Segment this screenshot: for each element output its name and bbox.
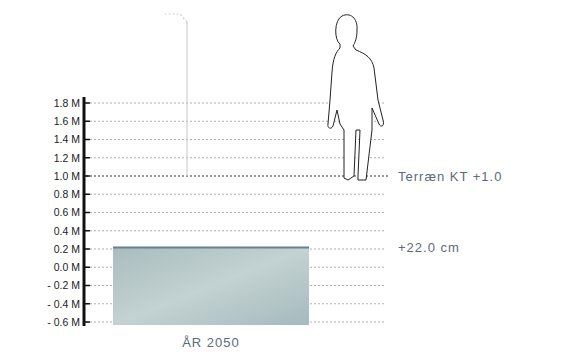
lamp-post xyxy=(186,22,187,176)
scale-label: 1.8 M xyxy=(54,98,80,109)
person-silhouette xyxy=(328,15,384,180)
scale-label: - 0.2 M xyxy=(47,280,80,291)
water-block xyxy=(113,247,309,325)
scale-label: 0.6 M xyxy=(54,207,80,218)
scale-label: 1.6 M xyxy=(54,116,80,127)
grid-line xyxy=(86,139,385,140)
grid-line xyxy=(86,212,385,213)
scale-label: - 0.4 M xyxy=(47,299,80,310)
scale-label: - 0.6 M xyxy=(47,317,80,328)
scale-axis xyxy=(83,97,86,326)
scale-label: 1.0 M xyxy=(54,171,80,182)
scale-label: 0.8 M xyxy=(54,189,80,200)
grid-line xyxy=(86,230,385,231)
grid-line xyxy=(86,157,385,158)
annotation-label: Terræn KT +1.0 xyxy=(398,170,502,183)
water-surface xyxy=(113,247,309,249)
grid-line xyxy=(86,194,385,195)
scale-label: 1.2 M xyxy=(54,153,80,164)
scale-label: 1.4 M xyxy=(54,134,80,145)
lamp-arm xyxy=(164,14,187,22)
annotation-label: ÅR 2050 xyxy=(182,336,240,349)
annotation-label: +22.0 cm xyxy=(398,241,460,254)
scale-label: 0.4 M xyxy=(54,226,80,237)
scale-label: 0.0 M xyxy=(54,262,80,273)
scale-label: 0.2 M xyxy=(54,244,80,255)
